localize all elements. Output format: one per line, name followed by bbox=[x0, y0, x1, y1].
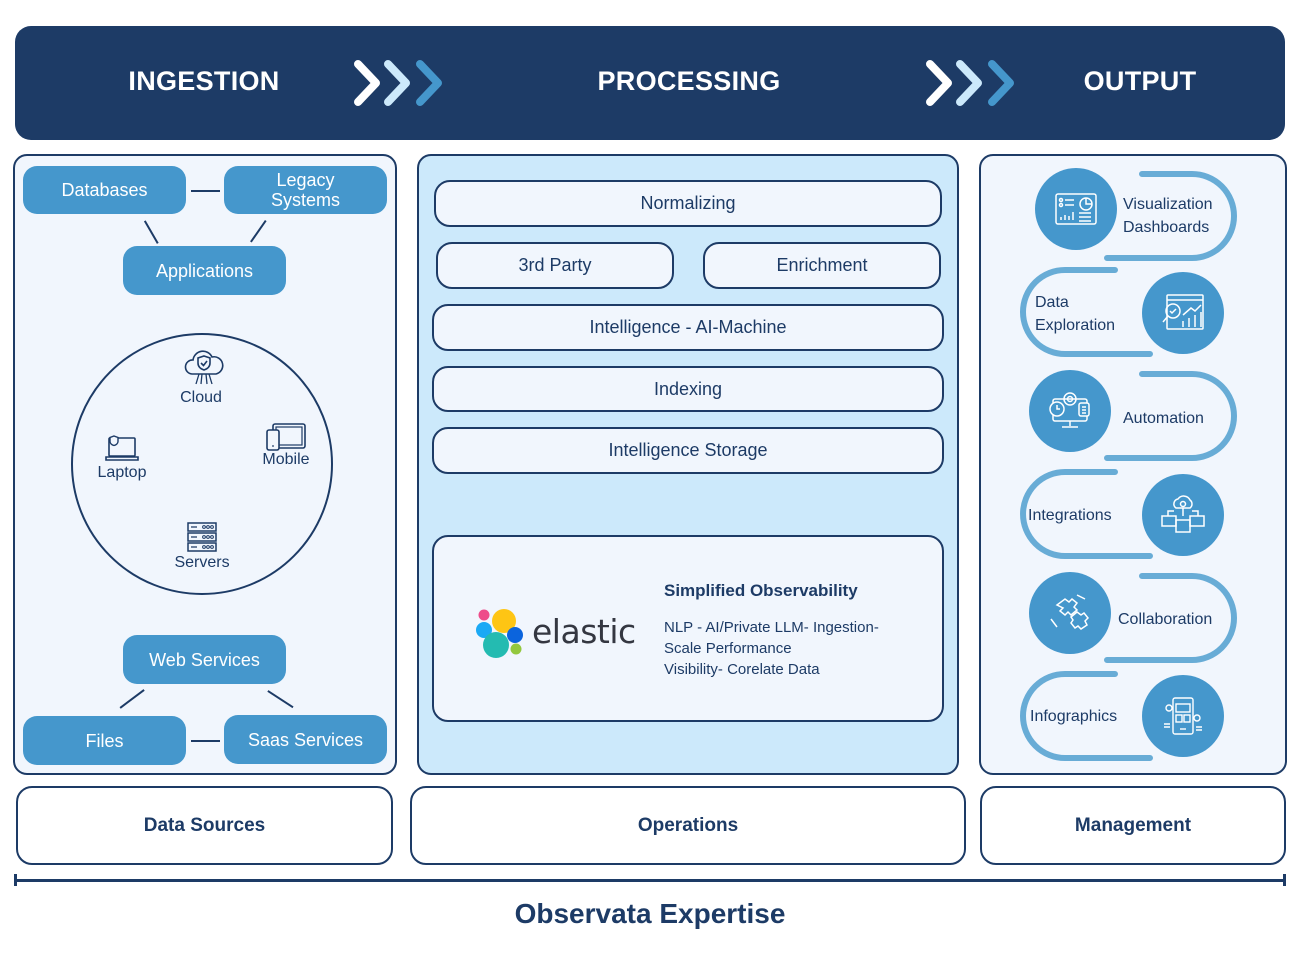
collaboration-icon-circle bbox=[1029, 572, 1111, 654]
infographics-icon bbox=[1164, 697, 1202, 735]
output-label-data-exploration: Data Exploration bbox=[1035, 291, 1115, 337]
automation-icon-circle bbox=[1029, 370, 1111, 452]
device-label-cloud: Cloud bbox=[180, 389, 222, 406]
devices-circle bbox=[71, 333, 333, 595]
device-label-laptop: Laptop bbox=[97, 464, 147, 481]
integrations-icon-circle bbox=[1142, 474, 1224, 556]
elastic-line: Visibility- Corelate Data bbox=[664, 661, 820, 678]
label-line: Dashboards bbox=[1123, 219, 1210, 236]
elastic-logo-icon bbox=[476, 609, 523, 658]
output-label-integrations: Integrations bbox=[1028, 507, 1112, 524]
category-management: Management bbox=[980, 786, 1286, 865]
elastic-line: NLP - AI/Private LLM- Ingestion- bbox=[664, 619, 879, 636]
device-label-mobile: Mobile bbox=[262, 451, 310, 468]
integrations-icon bbox=[1161, 495, 1205, 533]
infographics-icon-circle bbox=[1142, 675, 1224, 757]
category-operations: Operations bbox=[410, 786, 966, 865]
node-web-services: Web Services bbox=[123, 635, 286, 684]
label-line: Exploration bbox=[1035, 317, 1116, 334]
span-bracket-end bbox=[14, 874, 17, 886]
stage-processing: PROCESSING bbox=[597, 66, 781, 96]
connector-line bbox=[191, 740, 220, 742]
server-rack-icon bbox=[187, 522, 217, 552]
triple-chevron-right-icon bbox=[354, 60, 442, 106]
output-label-infographics: Infographics bbox=[1030, 708, 1118, 725]
node-files: Files bbox=[23, 716, 186, 765]
elastic-title: Simplified Observability bbox=[664, 581, 858, 600]
pipeline-banner bbox=[15, 26, 1285, 140]
footer-title: Observata Expertise bbox=[514, 898, 786, 929]
laptop-shield-icon bbox=[105, 435, 139, 461]
dashboard-icon bbox=[1055, 193, 1097, 225]
connector-line bbox=[191, 190, 220, 192]
node-legacy-systems: Legacy Systems bbox=[224, 166, 387, 214]
automation-icon bbox=[1049, 392, 1090, 428]
triple-chevron-right-icon bbox=[926, 60, 1014, 106]
label-line: Visualization bbox=[1123, 196, 1213, 213]
span-bracket-end bbox=[1283, 874, 1286, 886]
collaboration-icon bbox=[1050, 594, 1090, 630]
step-indexing: Indexing bbox=[432, 366, 944, 412]
elastic-description: NLP - AI/Private LLM- Ingestion- Scale P… bbox=[664, 617, 879, 680]
output-label-collaboration: Collaboration bbox=[1118, 611, 1213, 628]
stage-output: OUTPUT bbox=[1083, 66, 1197, 96]
step-intelligence-ai-machine: Intelligence - AI-Machine bbox=[432, 304, 944, 351]
device-label-servers: Servers bbox=[174, 554, 230, 571]
output-label-automation: Automation bbox=[1123, 410, 1204, 427]
data-exploration-icon bbox=[1162, 294, 1204, 330]
data-exploration-icon-circle bbox=[1142, 272, 1224, 354]
elastic-line: Scale Performance bbox=[664, 640, 792, 657]
node-databases: Databases bbox=[23, 166, 186, 214]
step-intelligence-storage: Intelligence Storage bbox=[432, 427, 944, 474]
output-label-visualization: Visualization Dashboards bbox=[1123, 193, 1213, 239]
mobile-tablet-icon bbox=[266, 423, 306, 451]
stage-ingestion: INGESTION bbox=[128, 66, 280, 96]
cloud-shield-icon bbox=[184, 350, 224, 385]
node-applications: Applications bbox=[123, 246, 286, 295]
category-data-sources: Data Sources bbox=[16, 786, 393, 865]
dashboard-icon-circle bbox=[1035, 168, 1117, 250]
span-bracket-line bbox=[15, 879, 1285, 882]
elastic-logo-text: elastic bbox=[532, 612, 636, 651]
step-enrichment: Enrichment bbox=[703, 242, 941, 289]
step-normalizing: Normalizing bbox=[434, 180, 942, 227]
output-snake-path bbox=[1020, 171, 1237, 761]
label-line: Data bbox=[1035, 294, 1069, 311]
node-saas-services: Saas Services bbox=[224, 715, 387, 764]
step-3rd-party: 3rd Party bbox=[436, 242, 674, 289]
